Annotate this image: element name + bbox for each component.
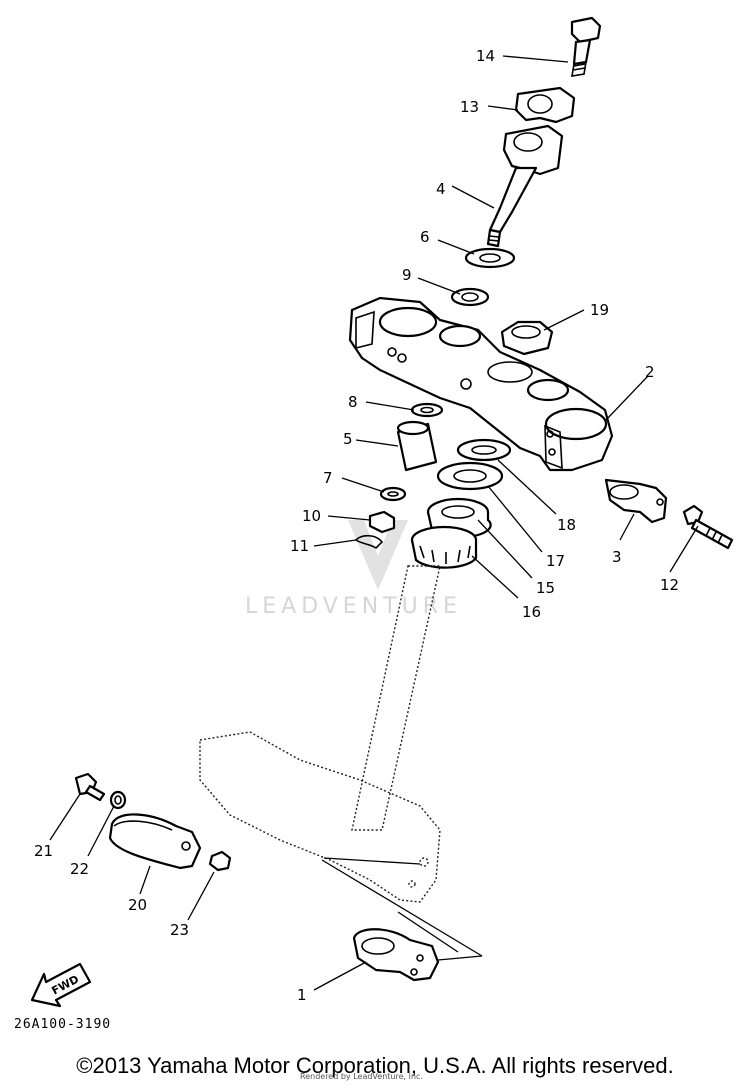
part-7-washer [379,486,407,502]
part-5-collar [396,420,438,472]
callout-19: 19 [590,301,609,319]
part-21-bolt [74,772,106,802]
part-6-washer [464,247,516,269]
part-3-clamp-cap [604,478,668,524]
callout-15: 15 [536,579,555,597]
callout-6: 6 [420,228,430,246]
part-19-crown-nut [500,320,554,356]
callout-12: 12 [660,576,679,594]
part-18-seal [456,438,512,462]
callout-8: 8 [348,393,358,411]
rendered-by-note: Rendered by LeadVenture, Inc. [300,1072,423,1081]
callout-10: 10 [302,507,321,525]
callout-18: 18 [557,516,576,534]
part-13-upper-holder [514,86,576,124]
callout-4: 4 [436,180,446,198]
part-10-nut [368,510,396,534]
callout-labels: 1 2 3 4 5 6 7 8 9 10 11 12 13 14 15 16 1… [34,47,679,1004]
callout-3: 3 [612,548,622,566]
part-code: 26A100-3190 [14,1017,112,1032]
callout-22: 22 [70,860,89,878]
callout-11: 11 [290,537,309,555]
part-4-lower-holder [486,124,564,248]
part-1-bracket [352,928,440,982]
callout-23: 23 [170,921,189,939]
callout-21: 21 [34,842,53,860]
callout-1: 1 [297,986,307,1004]
part-9-washer [450,287,490,307]
callout-14: 14 [476,47,495,65]
callout-2: 2 [645,363,655,381]
callout-7: 7 [323,469,333,487]
steering-stem-ghost [199,565,441,903]
part-14-bolt [570,16,602,77]
part-22-washer [109,790,127,810]
callout-9: 9 [402,266,412,284]
callout-5: 5 [343,430,353,448]
callout-16: 16 [522,603,541,621]
copyright-notice: ©2013 Yamaha Motor Corporation, U.S.A. A… [76,1053,674,1078]
part-16-lower-bearing [410,525,478,569]
part-20-clamp [108,813,202,870]
part-23-nut [208,850,232,872]
leader-lines [49,55,699,991]
part-11-cotter-pin [354,534,384,550]
part-12-bolt [682,504,734,550]
part-8-ring [410,402,444,418]
callout-17: 17 [546,552,565,570]
leadventure-watermark: LEADVENTURE [245,520,462,619]
callout-20: 20 [128,896,147,914]
part-2-upper-bracket [348,296,614,472]
watermark-text: LEADVENTURE [245,594,462,619]
callout-13: 13 [460,98,479,116]
fwd-arrow-icon: FWD [30,962,92,1008]
part-17-bearing-cover [436,461,504,491]
